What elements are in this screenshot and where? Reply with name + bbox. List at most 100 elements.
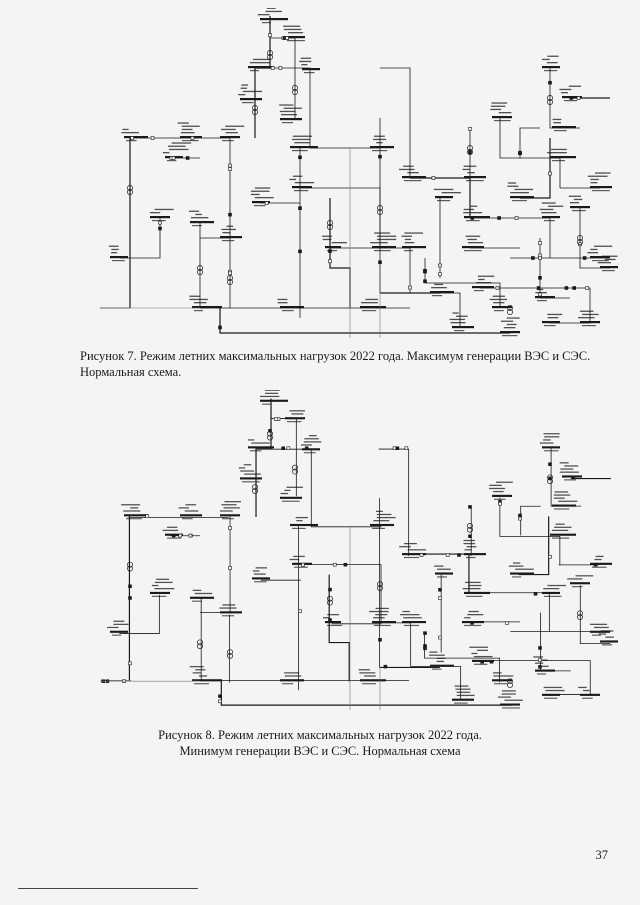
node-annotation-mark — [399, 168, 415, 171]
node-annotation-mark — [510, 192, 529, 194]
node-annotation-mark — [464, 549, 472, 551]
node-annotation-mark — [456, 694, 475, 697]
node-annotation-mark — [404, 238, 411, 241]
node-annotation-mark — [327, 250, 338, 252]
transformer-symbol — [327, 224, 333, 230]
node-annotation-mark — [587, 175, 608, 177]
node-annotation-mark — [466, 546, 477, 548]
node-annotation-mark — [362, 683, 377, 685]
bus-bar — [124, 136, 148, 139]
node-annotation-mark — [456, 315, 468, 317]
bus-bar — [150, 591, 170, 595]
switch-symbol — [298, 249, 302, 254]
node-annotation-mark — [598, 633, 607, 635]
node-annotation-mark — [507, 185, 519, 187]
bus-bar — [370, 523, 394, 527]
node-annotation-mark — [587, 252, 599, 254]
node-annotation-mark — [121, 504, 141, 506]
switch-symbol — [489, 660, 494, 664]
node-annotation-mark — [578, 686, 587, 689]
node-annotation-mark — [244, 473, 261, 475]
switch-symbol — [498, 501, 502, 506]
power-line — [120, 218, 160, 258]
node-annotation-mark — [564, 465, 579, 467]
node-annotation-mark — [493, 490, 504, 493]
node-annotation-mark — [539, 208, 554, 211]
power-line — [480, 660, 590, 694]
switch-symbol — [378, 260, 382, 265]
node-annotation-mark — [507, 182, 517, 184]
node-annotation-mark — [502, 707, 520, 709]
node-annotation-mark — [254, 205, 266, 207]
bus-bar — [464, 216, 490, 219]
switch-symbol — [281, 446, 285, 450]
bus-bar — [280, 306, 304, 309]
bus-bar — [590, 630, 610, 633]
switch-symbol — [298, 206, 302, 210]
node-annotation-mark — [463, 212, 483, 214]
power-line — [411, 623, 461, 701]
node-annotation-mark — [559, 88, 572, 91]
figure-7-diagram — [80, 8, 618, 348]
node-annotation-mark — [568, 85, 582, 87]
node-annotation-mark — [468, 584, 482, 587]
node-annotation-mark — [194, 683, 209, 685]
switch-symbol — [158, 226, 162, 231]
node-annotation-mark — [288, 32, 304, 34]
node-annotation-mark — [473, 655, 493, 658]
switch-symbol — [298, 609, 302, 613]
node-annotation-mark — [559, 462, 569, 464]
node-annotation-mark — [464, 617, 471, 619]
node-annotation-mark — [582, 313, 599, 316]
node-annotation-mark — [194, 310, 203, 312]
node-annotation-mark — [190, 217, 209, 219]
node-annotation-mark — [492, 295, 505, 297]
power-line — [520, 128, 540, 158]
power-line — [330, 198, 350, 308]
bus-bar — [220, 514, 240, 517]
transformer-symbol — [377, 205, 383, 211]
switch-symbol — [548, 80, 552, 85]
switch-symbol — [128, 584, 132, 589]
bus-bar — [542, 66, 560, 69]
figure-7-caption: Рисунок 7. Режим летних максимальных наг… — [80, 348, 600, 380]
node-annotation-mark — [369, 610, 389, 613]
node-annotation-mark — [512, 200, 527, 202]
node-annotation-mark — [264, 390, 280, 391]
bus-bar — [240, 477, 262, 480]
node-annotation-mark — [432, 295, 443, 297]
bus-bar — [590, 186, 612, 189]
switch-symbol — [468, 505, 472, 509]
node-annotation-mark — [287, 40, 305, 42]
power-line — [256, 399, 271, 517]
node-annotation-mark — [277, 298, 288, 301]
bus-bar — [285, 417, 305, 420]
node-annotation-mark — [222, 140, 234, 142]
transformer-symbol — [467, 145, 473, 151]
switch-symbol — [332, 562, 337, 567]
transformer-symbol — [547, 478, 553, 485]
node-annotation-mark — [506, 323, 517, 326]
node-annotation-mark — [289, 558, 300, 561]
node-annotation-mark — [181, 125, 200, 127]
node-annotation-mark — [122, 128, 129, 131]
bus-bar — [402, 553, 426, 556]
node-annotation-mark — [551, 148, 567, 151]
switch-symbol — [571, 475, 575, 480]
node-annotation-mark — [555, 523, 565, 525]
figure-7-caption-line-1: Рисунок 7. Режим летних максимальных наг… — [80, 349, 591, 363]
node-annotation-mark — [404, 250, 413, 252]
transformer-symbol — [577, 610, 583, 617]
switch-symbol — [130, 136, 134, 140]
node-annotation-mark — [573, 198, 583, 201]
bus-bar — [452, 326, 474, 329]
node-annotation-mark — [590, 248, 598, 251]
node-annotation-mark — [477, 275, 495, 277]
node-annotation-mark — [331, 242, 347, 244]
transformer-symbol — [577, 235, 583, 241]
switch-symbol — [423, 269, 427, 274]
node-annotation-mark — [361, 302, 378, 304]
switch-symbol — [423, 644, 427, 648]
node-annotation-mark — [108, 245, 119, 247]
node-annotation-mark — [564, 100, 578, 102]
